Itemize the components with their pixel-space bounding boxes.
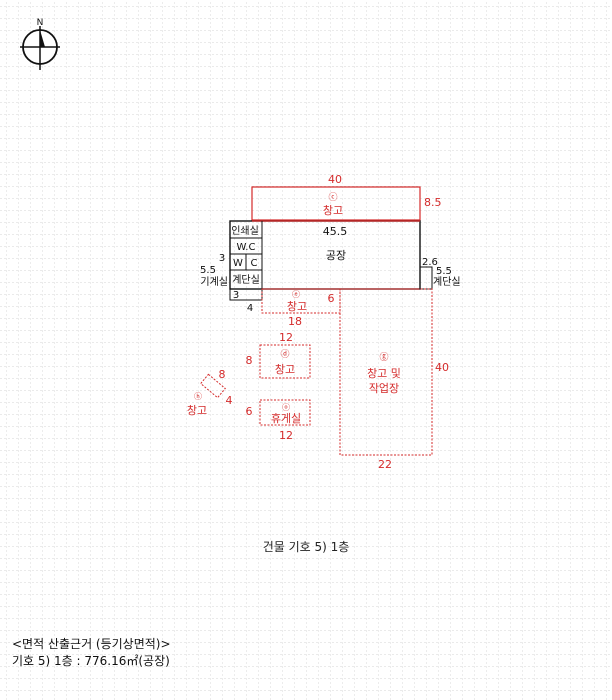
warehouse-b-width: 18 xyxy=(288,315,302,328)
warehouse-b: ⓔ 창고 6 18 xyxy=(261,288,341,328)
warehouse-c: ⓓ 창고 12 8 xyxy=(246,331,311,379)
warehouse-c-name: 창고 xyxy=(275,363,295,376)
dim-4: 4 xyxy=(247,303,253,314)
warehouse-b-depth: 6 xyxy=(328,292,335,305)
workshop-name-2: 작업장 xyxy=(369,382,399,395)
rest-room-mark: ⓞ xyxy=(282,403,290,412)
warehouse-a-name: 창고 xyxy=(323,204,343,217)
stair-room-right: 계단실 xyxy=(433,276,461,288)
workshop-name-1: 창고 및 xyxy=(367,367,401,380)
warehouse-b-mark: ⓔ xyxy=(292,290,300,299)
wc-2b: C xyxy=(251,258,258,269)
rest-room-name: 휴게실 xyxy=(271,412,301,425)
dim-3-top: 3 xyxy=(219,253,225,264)
rest-room-depth: 6 xyxy=(246,405,253,418)
compass-north-label: N xyxy=(37,18,44,28)
warehouse-a-depth: 8.5 xyxy=(424,196,442,209)
dim-3-bottom: 3 xyxy=(233,290,239,301)
area-basis-line: 기호 5) 1층 : 776.16㎡(공장) xyxy=(12,654,170,668)
machine-room: 기계실 xyxy=(200,276,228,288)
warehouse-c-width: 12 xyxy=(279,331,293,344)
shed-name: 창고 xyxy=(187,404,207,417)
north-compass-icon: N xyxy=(20,18,60,70)
shed-mark: ⓗ xyxy=(194,392,202,401)
stair-room-left: 계단실 xyxy=(232,274,260,286)
factory-building: 45.5 공장 인쇄실 W.C W C 계단실 기계실 3 5.5 3 4 2.… xyxy=(200,220,461,314)
factory-width: 45.5 xyxy=(323,225,348,238)
warehouse-a-width: 40 xyxy=(328,173,342,186)
small-shed: 8 4 ⓗ 창고 xyxy=(187,368,233,417)
area-basis: <면적 산출근거 (등기상면적)> 기호 5) 1층 : 776.16㎡(공장) xyxy=(12,636,171,670)
warehouse-c-depth: 8 xyxy=(246,354,253,367)
workshop-mark: ⓖ xyxy=(379,352,388,363)
building-caption: 건물 기호 5) 1층 xyxy=(262,540,350,554)
rest-room-width: 12 xyxy=(279,429,293,442)
shed-a: 8 xyxy=(219,368,226,381)
shed-b: 4 xyxy=(226,394,233,407)
warehouse-b-name: 창고 xyxy=(287,300,307,313)
area-basis-heading: <면적 산출근거 (등기상면적)> xyxy=(12,637,171,651)
workshop-width: 22 xyxy=(378,458,392,471)
warehouse-a: ⓒ 창고 40 8.5 xyxy=(251,173,442,221)
warehouse-c-mark: ⓓ xyxy=(280,349,289,360)
dim-5-5: 5.5 xyxy=(200,265,216,276)
dim-5-4: 5.5 xyxy=(436,266,452,277)
rest-room: ⓞ 휴게실 12 6 xyxy=(246,399,311,442)
warehouse-workshop: ⓖ 창고 및 작업장 40 22 xyxy=(339,288,449,471)
dim-2-6: 2.6 xyxy=(422,257,438,268)
factory-name: 공장 xyxy=(326,249,346,262)
print-room: 인쇄실 xyxy=(231,225,259,237)
workshop-height: 40 xyxy=(435,361,449,374)
warehouse-a-mark: ⓒ xyxy=(328,192,337,203)
wc-1: W.C xyxy=(237,242,256,253)
wc-2a: W xyxy=(233,258,243,269)
